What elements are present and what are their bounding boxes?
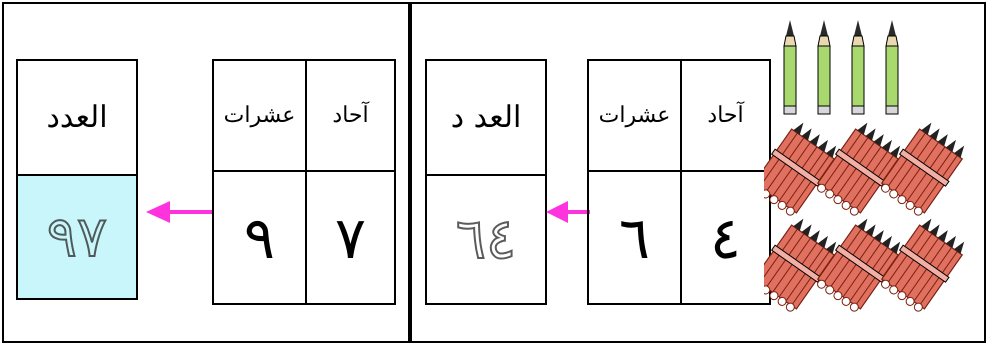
place-value-table: عشرات آحاد ٩ ٧ xyxy=(212,59,396,305)
number-box: العد د ٦٤ xyxy=(425,59,547,305)
traced-number-field[interactable]: ٩٧ xyxy=(18,176,136,298)
single-pencils xyxy=(783,20,899,115)
tens-header: عشرات xyxy=(214,61,305,172)
pencil-icon xyxy=(817,20,831,115)
pencil-bundles xyxy=(764,117,972,316)
tens-value: ٩ xyxy=(243,203,276,272)
ones-header: آحاد xyxy=(307,61,394,172)
traced-number: ٩٧ xyxy=(46,204,108,271)
traced-number-field[interactable]: ٦٤ xyxy=(427,176,545,303)
number-box: العدد ٩٧ xyxy=(16,59,138,300)
traced-number: ٦٤ xyxy=(455,206,517,273)
ones-value: ٤ xyxy=(709,203,742,272)
arrow-icon xyxy=(146,201,214,223)
ones-value: ٧ xyxy=(334,203,367,272)
pencils-illustration xyxy=(764,20,972,316)
number-label: العد د xyxy=(427,61,545,176)
number-label: العدد xyxy=(18,61,136,176)
tens-value: ٦ xyxy=(618,203,651,272)
tens-header: عشرات xyxy=(589,61,680,172)
left-exercise-panel: العدد ٩٧ عشرات آحاد ٩ ٧ xyxy=(2,2,410,343)
right-exercise-panel: العد د ٦٤ عشرات آحاد ٦ ٤ xyxy=(410,2,986,343)
pencil-icon xyxy=(885,20,899,115)
column-divider xyxy=(680,61,682,303)
ones-header: آحاد xyxy=(682,61,769,172)
pencil-icon xyxy=(783,20,797,115)
column-divider xyxy=(305,61,307,303)
place-value-table: عشرات آحاد ٦ ٤ xyxy=(587,59,771,305)
arrow-icon xyxy=(546,201,590,223)
pencil-icon xyxy=(851,20,865,115)
